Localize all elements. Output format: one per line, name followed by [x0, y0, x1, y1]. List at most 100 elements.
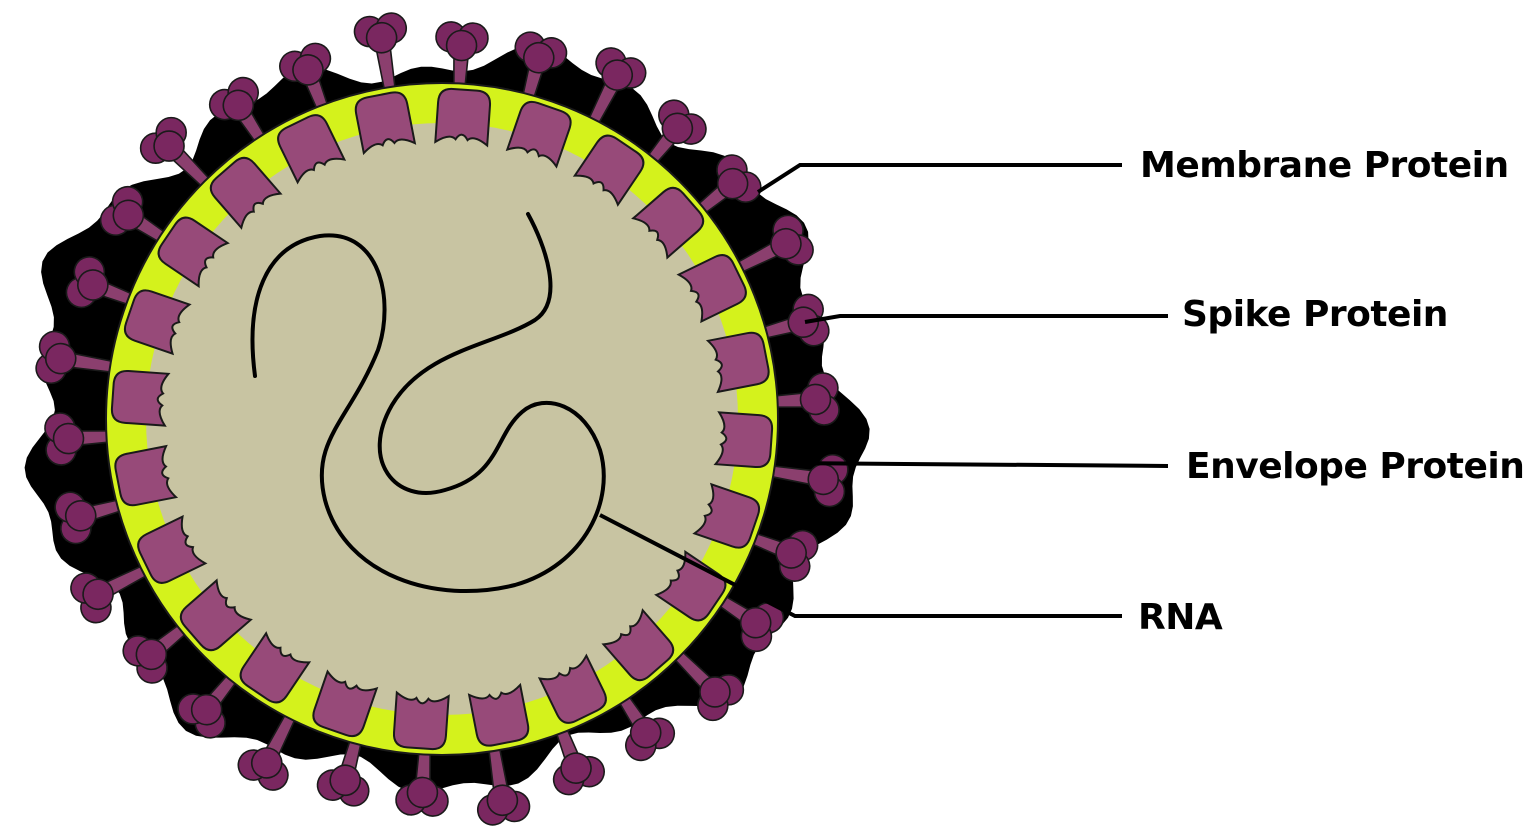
spike-head-lobe	[445, 29, 478, 62]
membrane-protein	[467, 682, 530, 747]
membrane-protein	[209, 156, 283, 230]
spike-head	[435, 21, 489, 62]
spike-head-lobe	[44, 342, 77, 375]
spike-head-lobe	[775, 537, 807, 569]
membrane-protein	[434, 87, 491, 148]
membrane-protein-body	[277, 114, 347, 185]
spike-head-lobe	[601, 59, 634, 91]
membrane-protein-body	[137, 514, 208, 584]
spike-head-lobe	[190, 693, 223, 726]
rna-strand	[250, 212, 606, 594]
spike-head	[625, 716, 676, 762]
spike-head-lobe	[699, 676, 731, 708]
spike-head-lobe	[739, 606, 772, 639]
membrane-protein	[354, 91, 417, 156]
membrane-protein	[179, 578, 253, 652]
viral-core	[146, 123, 738, 715]
spike-head	[139, 116, 187, 164]
membrane-protein	[277, 114, 347, 185]
spike-head	[208, 76, 259, 122]
membrane-protein-body	[631, 186, 705, 260]
spike-head-lobe	[799, 383, 832, 416]
spike-head-lobe	[250, 747, 283, 779]
spike-head-lobe	[64, 499, 97, 532]
membrane-protein-body	[110, 370, 171, 427]
spike-head-lobe	[153, 130, 185, 162]
spike-head-lobe	[560, 752, 592, 784]
spike-head	[35, 330, 77, 385]
spike-head-lobe	[661, 112, 694, 145]
membrane-protein	[157, 216, 230, 289]
membrane-protein-body	[601, 608, 675, 682]
spike-head-lobe	[77, 269, 109, 301]
spike-head-lobe	[222, 89, 255, 122]
spike-head-lobe	[522, 41, 555, 74]
membrane-protein	[312, 669, 379, 738]
membrane-protein	[631, 186, 705, 260]
membrane-protein-body	[537, 653, 607, 724]
membrane-protein	[713, 411, 774, 468]
membrane-protein	[239, 631, 312, 704]
spike-head	[70, 572, 114, 624]
spike-head	[395, 776, 449, 817]
spike-head-lobe	[716, 167, 749, 200]
spike-head-lobe	[486, 784, 519, 817]
membrane-protein-body	[354, 91, 417, 156]
membrane-protein-body	[312, 669, 379, 738]
spike-head-lobe	[329, 764, 362, 797]
membrane-protein	[393, 690, 450, 751]
spike-head	[54, 491, 97, 545]
leader-line-spike	[804, 314, 1168, 324]
spike-head	[770, 214, 814, 266]
membrane-protein	[123, 289, 192, 356]
membrane-protein-body	[114, 444, 179, 507]
leader-line-envelope	[784, 461, 1169, 468]
spike-head	[122, 635, 168, 684]
spike-head-lobe	[135, 638, 168, 671]
membrane-protein-body	[123, 289, 192, 356]
membrane-protein-body	[209, 156, 283, 230]
spike-head	[353, 12, 408, 54]
spike-head	[799, 372, 840, 426]
membrane-protein-body	[505, 100, 572, 169]
coronavirus-particle-icon	[24, 12, 870, 826]
membrane-protein	[705, 331, 770, 394]
spike-head	[65, 256, 109, 309]
membrane-protein	[114, 444, 179, 507]
spike-head	[697, 674, 745, 722]
spike-head	[775, 529, 819, 582]
membrane-protein	[137, 514, 208, 584]
membrane-proteins	[110, 87, 774, 751]
membrane-protein-body	[705, 331, 770, 394]
membrane-protein-body	[239, 631, 312, 704]
membrane-protein-label: Membrane Protein	[1140, 145, 1509, 186]
leader-line-rna	[599, 513, 1122, 618]
membrane-protein	[110, 370, 171, 427]
membrane-protein-body	[572, 134, 645, 207]
spike-head-lobe	[406, 776, 439, 809]
spike-head-lobe	[629, 716, 662, 749]
spike-head	[476, 784, 531, 826]
spike-head	[279, 42, 332, 86]
membrane-protein	[676, 254, 747, 324]
spike-head	[739, 602, 785, 653]
spike-head-lobe	[52, 422, 85, 455]
spike-head-lobe	[292, 54, 324, 86]
membrane-protein	[537, 653, 607, 724]
spike-head	[237, 747, 289, 791]
membrane-protein-body	[434, 87, 491, 148]
leader-lines	[599, 163, 1169, 618]
membrane-protein-body	[179, 578, 253, 652]
membrane-protein-body	[467, 682, 530, 747]
spike-head	[716, 154, 762, 203]
leader-line-membrane	[756, 163, 1122, 194]
spike-head	[658, 99, 707, 145]
spike-protein-label: Spike Protein	[1182, 294, 1448, 335]
spike-head	[316, 764, 370, 807]
spike-head	[177, 693, 226, 739]
membrane-protein	[572, 134, 645, 207]
membrane-protein	[601, 608, 675, 682]
membrane-protein-body	[393, 690, 450, 751]
membrane-protein-body	[157, 216, 230, 289]
